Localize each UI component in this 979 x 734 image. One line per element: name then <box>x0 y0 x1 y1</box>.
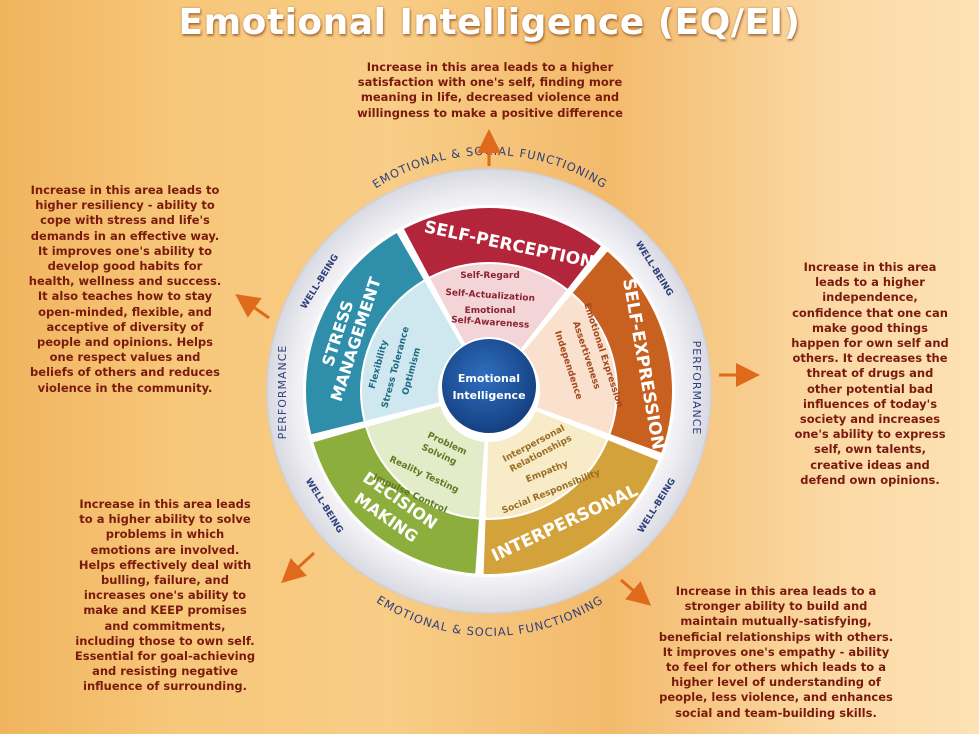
interpersonal-outer-segment <box>481 437 661 576</box>
center-circle <box>440 337 538 435</box>
self-expression-outer-segment <box>569 248 674 456</box>
arrow-left <box>235 294 270 320</box>
self-perception-outer-segment <box>401 206 604 292</box>
ring-right-label: PERFORMANCE <box>690 341 703 436</box>
decision-making-outer-segment <box>310 425 482 576</box>
self-regard-label: Self-Regard <box>460 271 520 281</box>
ring-left-label: PERFORMANCE <box>276 345 289 440</box>
emotional-label: Emotional <box>465 306 516 316</box>
stress-management-outer-segment <box>304 230 427 437</box>
self-perception-description: Increase in this area leads to a higher … <box>357 60 623 120</box>
interpersonal-description: Increase in this area leads to a stronge… <box>658 584 894 720</box>
page-title: Emotional Intelligence (EQ/EI) <box>178 2 801 43</box>
self-expression-description: Increase in this area leads to a higher … <box>791 260 949 487</box>
decision-making-description: Increase in this area leads to a higher … <box>74 497 256 694</box>
arrow-bottom-left <box>281 551 316 584</box>
center-label-line2: Intelligence <box>452 389 525 402</box>
center-label-line1: Emotional <box>458 372 520 385</box>
arrow-bottom-right <box>620 578 652 606</box>
stress-management-description: Increase in this area leads to higher re… <box>28 183 222 395</box>
